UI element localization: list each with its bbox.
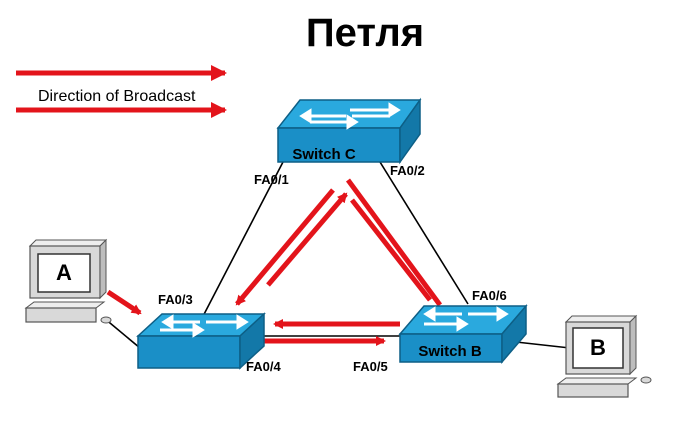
port-label-b-left: FA0/5 <box>353 359 388 374</box>
port-label-c-right: FA0/2 <box>390 163 425 178</box>
links <box>103 161 571 349</box>
switch-a <box>136 312 266 370</box>
legend-label: Direction of Broadcast <box>38 88 196 105</box>
port-label-c-left: FA0/1 <box>254 172 289 187</box>
pc-a-label: A <box>56 260 72 285</box>
mouse-icon <box>640 376 652 384</box>
port-label-a-bottom: FA0/4 <box>246 359 281 374</box>
broadcast-arrows <box>106 178 443 346</box>
switch-b: Switch B <box>398 303 528 365</box>
pc-b-label: B <box>590 335 606 360</box>
arrow-b-to-c-a <box>345 178 443 307</box>
arrow-c-to-a <box>235 188 335 306</box>
arrow-b-to-c-b <box>350 198 432 302</box>
pc-a-screen <box>37 253 91 293</box>
link-c-a <box>199 161 284 323</box>
port-label-a-top: FA0/3 <box>158 292 193 307</box>
switch-arrows-icon <box>160 314 249 338</box>
arrow-a-to-c <box>266 192 348 287</box>
switch-c-label: Switch C <box>292 146 356 163</box>
pc-b: B <box>556 314 652 398</box>
arrow-pc-a-in <box>106 289 142 316</box>
mouse-icon <box>100 316 112 324</box>
switch-arrows-icon <box>299 102 401 130</box>
switch-b-label: Switch B <box>418 343 482 360</box>
port-label-b-top: FA0/6 <box>472 288 507 303</box>
switch-c: Switch C <box>276 97 422 165</box>
pc-b-screen <box>572 327 624 369</box>
legend: Direction of Broadcast <box>16 65 227 118</box>
link-pc-a <box>103 317 141 349</box>
pc-a: A <box>24 238 112 324</box>
switch-arrows-icon <box>423 306 509 332</box>
link-c-b <box>379 161 469 305</box>
link-pc-b <box>515 341 571 349</box>
diagram-title: Петля <box>306 11 424 55</box>
